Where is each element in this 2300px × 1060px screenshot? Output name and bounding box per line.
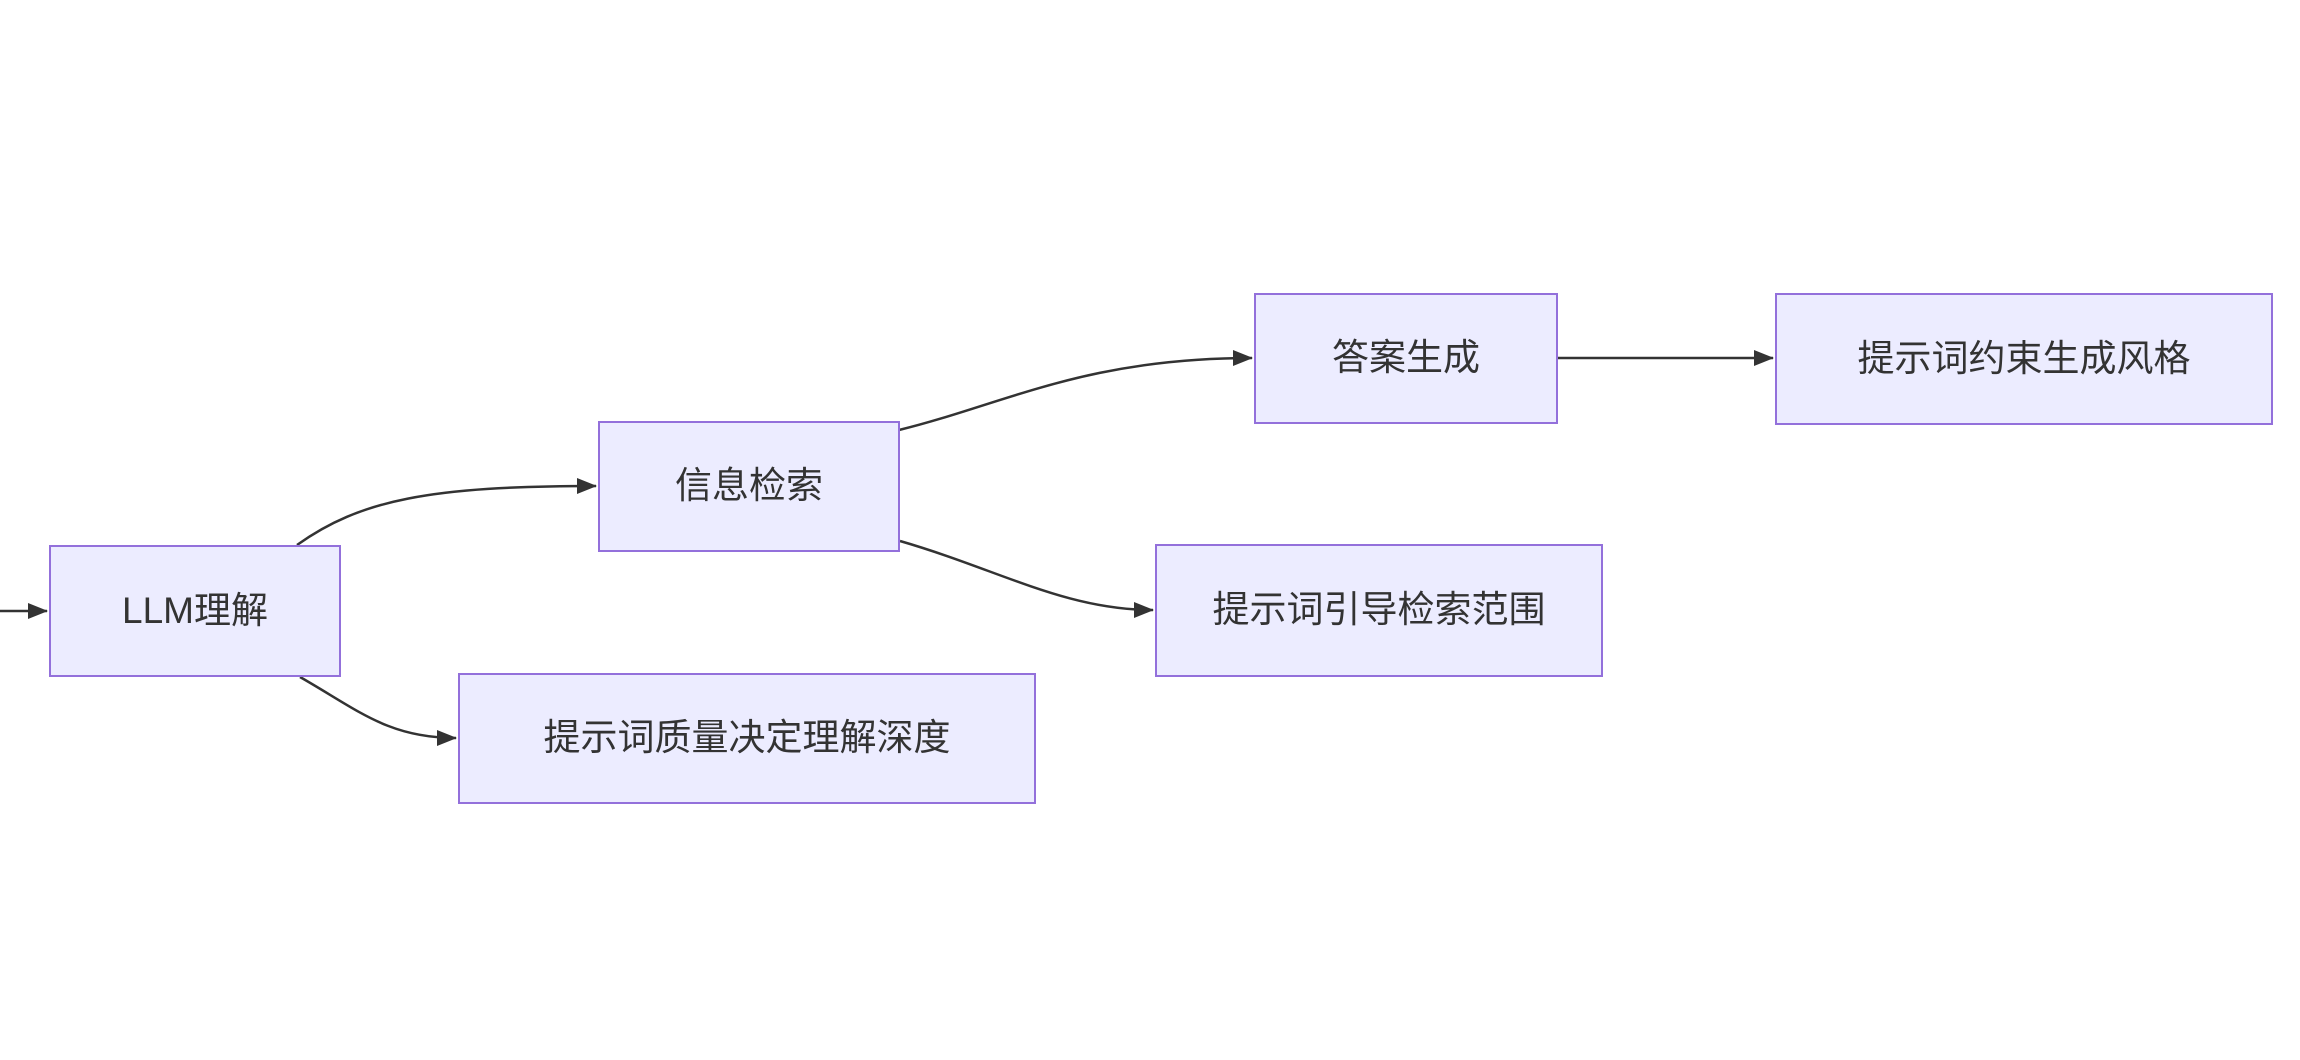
node-label-prompt-constrains-style: 提示词约束生成风格 bbox=[1857, 337, 2191, 379]
node-label-prompt-guides-retrieval-scope: 提示词引导检索范围 bbox=[1212, 589, 1546, 631]
node-information-retrieval: 信息检索 bbox=[598, 421, 900, 552]
edge-llm-understanding-to-prompt-quality-determines-depth bbox=[299, 675, 457, 746]
node-label-answer-generation: 答案生成 bbox=[1332, 337, 1480, 379]
node-label-prompt-quality-determines-depth: 提示词质量决定理解深度 bbox=[543, 717, 951, 759]
edge-information-retrieval-to-answer-generation bbox=[898, 350, 1253, 432]
edge-information-retrieval-to-prompt-guides-retrieval-scope bbox=[899, 539, 1154, 618]
node-label-llm-understanding: LLM理解 bbox=[122, 589, 268, 631]
edge-llm-understanding-to-information-retrieval bbox=[296, 478, 597, 547]
node-prompt-quality-determines-depth: 提示词质量决定理解深度 bbox=[458, 673, 1036, 804]
node-label-information-retrieval: 信息检索 bbox=[675, 465, 823, 507]
edge-group bbox=[0, 350, 1774, 746]
node-llm-understanding: LLM理解 bbox=[49, 545, 341, 677]
node-prompt-constrains-style: 提示词约束生成风格 bbox=[1775, 293, 2273, 425]
node-answer-generation: 答案生成 bbox=[1254, 293, 1558, 424]
node-prompt-guides-retrieval-scope: 提示词引导检索范围 bbox=[1155, 544, 1603, 677]
